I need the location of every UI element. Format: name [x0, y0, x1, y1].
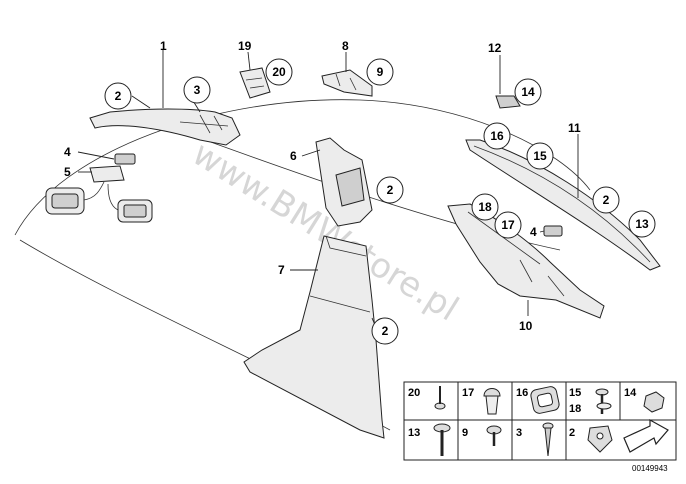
label-10: 10 — [519, 319, 533, 333]
reference-code: 00149943 — [632, 464, 668, 473]
svg-text:17: 17 — [501, 218, 515, 232]
leader-4-right — [539, 230, 545, 233]
callout-3: 3 — [183, 76, 211, 104]
bracket-8-detail — [335, 73, 357, 91]
label-11: 11 — [568, 121, 581, 135]
callout-14: 14 — [514, 78, 542, 106]
callout-20: 20 — [265, 58, 293, 86]
svg-text:16: 16 — [516, 387, 528, 399]
rear-side-trim-detail — [467, 211, 565, 297]
svg-text:14: 14 — [624, 387, 637, 399]
callout-2-b: 2 — [376, 176, 404, 204]
label-19: 19 — [238, 39, 252, 53]
leader-2-a — [131, 95, 151, 109]
switch-wires — [83, 181, 119, 211]
svg-text:18: 18 — [569, 403, 581, 415]
clip-12 — [495, 95, 521, 109]
a-pillar-trim-detail — [179, 114, 229, 134]
clip-4-right — [543, 225, 563, 237]
label-5: 5 — [64, 165, 71, 179]
push-clip-icon — [587, 425, 613, 453]
svg-text:13: 13 — [635, 217, 649, 231]
bracket-5 — [89, 165, 125, 183]
label-4: 4 — [64, 145, 71, 159]
label-8: 8 — [342, 39, 349, 53]
svg-text:18: 18 — [478, 200, 492, 214]
arrow-icon — [623, 418, 669, 453]
callout-13: 13 — [628, 210, 656, 238]
callout-16: 16 — [483, 122, 511, 150]
grommet-icon — [530, 386, 560, 414]
c-pillar-trim-strip-edge — [473, 145, 651, 263]
callout-15: 15 — [526, 142, 554, 170]
leader-19 — [247, 51, 251, 71]
fastener-legend: 20 17 16 15 18 14 13 9 3 2 — [403, 381, 677, 461]
svg-text:9: 9 — [462, 427, 468, 439]
callout-2-a: 2 — [104, 82, 132, 110]
svg-text:2: 2 — [387, 183, 394, 197]
a-pillar-trim — [89, 108, 241, 146]
svg-text:2: 2 — [382, 324, 389, 338]
bracket-8 — [321, 69, 373, 97]
callout-2-d: 2 — [592, 186, 620, 214]
svg-text:20: 20 — [408, 387, 420, 399]
label-7: 7 — [278, 263, 285, 277]
svg-text:2: 2 — [569, 427, 575, 439]
leader-4 — [77, 151, 115, 160]
b-pillar-lower-detail — [309, 235, 371, 313]
b-pillar-upper-insert — [335, 167, 365, 207]
svg-text:13: 13 — [408, 427, 420, 439]
bracket-19-detail — [245, 77, 265, 89]
nut-icon — [643, 391, 665, 413]
svg-text:2: 2 — [115, 89, 122, 103]
leader-6 — [301, 149, 321, 157]
callout-18: 18 — [471, 193, 499, 221]
callout-2-c: 2 — [371, 317, 399, 345]
label-4-right: 4 — [530, 225, 537, 239]
clip-icon — [483, 388, 501, 415]
bolt-icon — [433, 423, 451, 456]
svg-text:14: 14 — [521, 85, 535, 99]
callout-9: 9 — [366, 58, 394, 86]
svg-text:17: 17 — [462, 387, 474, 399]
label-6: 6 — [290, 149, 297, 163]
svg-text:15: 15 — [569, 387, 581, 399]
bracket-19 — [239, 67, 271, 99]
screw-washer-icon — [486, 425, 502, 446]
rivet-icon — [434, 386, 446, 410]
svg-text:9: 9 — [377, 65, 384, 79]
callout-17: 17 — [494, 211, 522, 239]
label-12: 12 — [488, 41, 502, 55]
svg-text:15: 15 — [533, 149, 547, 163]
b-pillar-lower-trim — [243, 235, 385, 439]
label-1: 1 — [160, 39, 167, 53]
screw-icon — [595, 388, 612, 414]
svg-text:2: 2 — [603, 193, 610, 207]
svg-text:3: 3 — [516, 427, 522, 439]
switch-left-inner — [51, 193, 79, 209]
switch-right-inner — [123, 204, 147, 218]
clip-4 — [114, 153, 136, 165]
wood-screw-icon — [542, 422, 554, 457]
svg-text:16: 16 — [490, 129, 504, 143]
svg-text:20: 20 — [272, 65, 286, 79]
svg-text:3: 3 — [194, 83, 201, 97]
